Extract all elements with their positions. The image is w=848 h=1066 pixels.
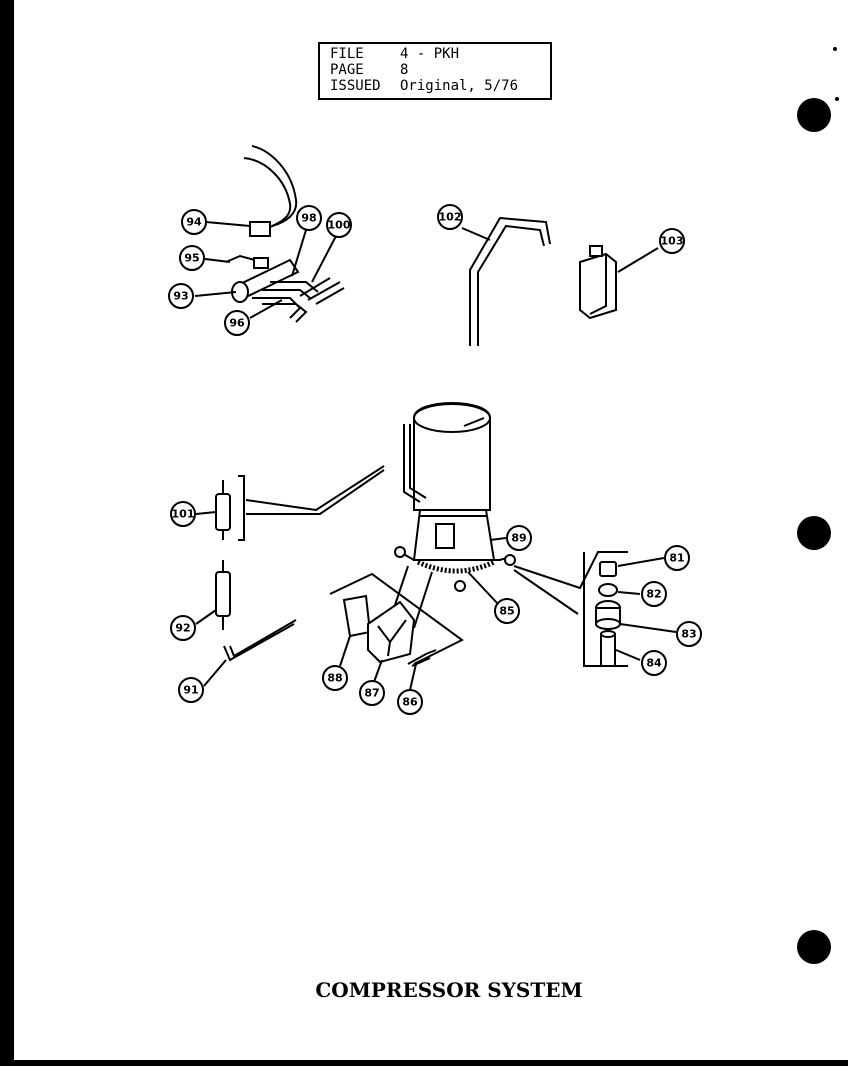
callout-103: 103 <box>659 228 685 254</box>
svg-text:103: 103 <box>661 235 684 248</box>
svg-text:91: 91 <box>183 684 198 697</box>
leader-94 <box>205 221 251 227</box>
binder-hole-middle <box>797 516 831 550</box>
svg-text:84: 84 <box>646 657 662 670</box>
svg-text:101: 101 <box>172 508 195 521</box>
leader-81 <box>617 557 665 567</box>
leader-85 <box>467 571 499 605</box>
callout-98: 98 <box>296 205 322 231</box>
svg-text:100: 100 <box>328 219 351 232</box>
leader-89 <box>489 537 507 541</box>
callout-88: 88 <box>322 665 348 691</box>
callout-102: 102 <box>437 204 463 230</box>
tube-91 <box>223 619 297 662</box>
leader-82 <box>617 591 641 595</box>
leader-87 <box>373 659 383 683</box>
callout-101: 101 <box>170 501 196 527</box>
callout-95a: 95 <box>179 245 205 271</box>
leader-98 <box>291 229 307 277</box>
svg-text:93: 93 <box>173 290 188 303</box>
svg-text:102: 102 <box>439 211 462 224</box>
speck-mark <box>835 97 839 101</box>
leader-92 <box>195 609 217 625</box>
callout-93: 93 <box>168 283 194 309</box>
bottom-edge-bar <box>0 1060 848 1066</box>
callout-83: 83 <box>676 621 702 647</box>
svg-text:85: 85 <box>499 605 514 618</box>
svg-text:98: 98 <box>301 212 316 225</box>
diagram-caption: COMPRESSOR SYSTEM <box>315 978 583 1002</box>
leader-100 <box>311 235 337 283</box>
callout-84: 84 <box>641 650 667 676</box>
leader-86 <box>409 663 417 691</box>
svg-text:88: 88 <box>327 672 342 685</box>
mounting-hardware <box>513 551 628 667</box>
wire-harness <box>225 145 298 269</box>
leader-103 <box>617 247 659 273</box>
binder-hole-top <box>797 98 831 132</box>
callout-92: 92 <box>170 615 196 641</box>
callout-81: 81 <box>664 545 690 571</box>
leader-88 <box>339 635 351 667</box>
speck-mark <box>833 47 837 51</box>
callout-85: 85 <box>494 598 520 624</box>
leader-93 <box>194 291 237 297</box>
callout-86: 86 <box>397 689 423 715</box>
callout-82: 82 <box>641 581 667 607</box>
svg-text:92: 92 <box>175 622 190 635</box>
leader-84 <box>615 649 641 661</box>
svg-text:87: 87 <box>364 687 379 700</box>
discharge-tube <box>469 216 551 346</box>
binder-hole-bottom <box>797 930 831 964</box>
svg-text:96: 96 <box>229 317 245 330</box>
svg-text:81: 81 <box>669 552 684 565</box>
drier-92 <box>215 560 231 630</box>
leader-102 <box>461 227 491 241</box>
pressure-switch <box>579 245 617 320</box>
leader-96 <box>249 299 283 319</box>
leader-101 <box>195 511 217 515</box>
callout-87: 87 <box>359 680 385 706</box>
callout-91: 91 <box>178 677 204 703</box>
left-edge-bar <box>0 0 14 1066</box>
callout-89: 89 <box>506 525 532 551</box>
terminal-cover-group <box>329 565 464 667</box>
leader-83 <box>619 623 677 633</box>
svg-text:95: 95 <box>184 252 199 265</box>
callout-96: 96 <box>224 310 250 336</box>
leader-95a <box>204 258 231 263</box>
leader-91 <box>203 659 227 687</box>
svg-text:89: 89 <box>511 532 526 545</box>
svg-text:83: 83 <box>681 628 696 641</box>
capacitor-part <box>231 258 345 323</box>
callout-94: 94 <box>181 209 207 235</box>
callout-100: 100 <box>326 212 352 238</box>
svg-text:82: 82 <box>646 588 661 601</box>
svg-text:86: 86 <box>402 696 418 709</box>
svg-text:94: 94 <box>186 216 202 229</box>
compressor-body <box>394 402 516 592</box>
filter-drier-101 <box>215 465 385 541</box>
